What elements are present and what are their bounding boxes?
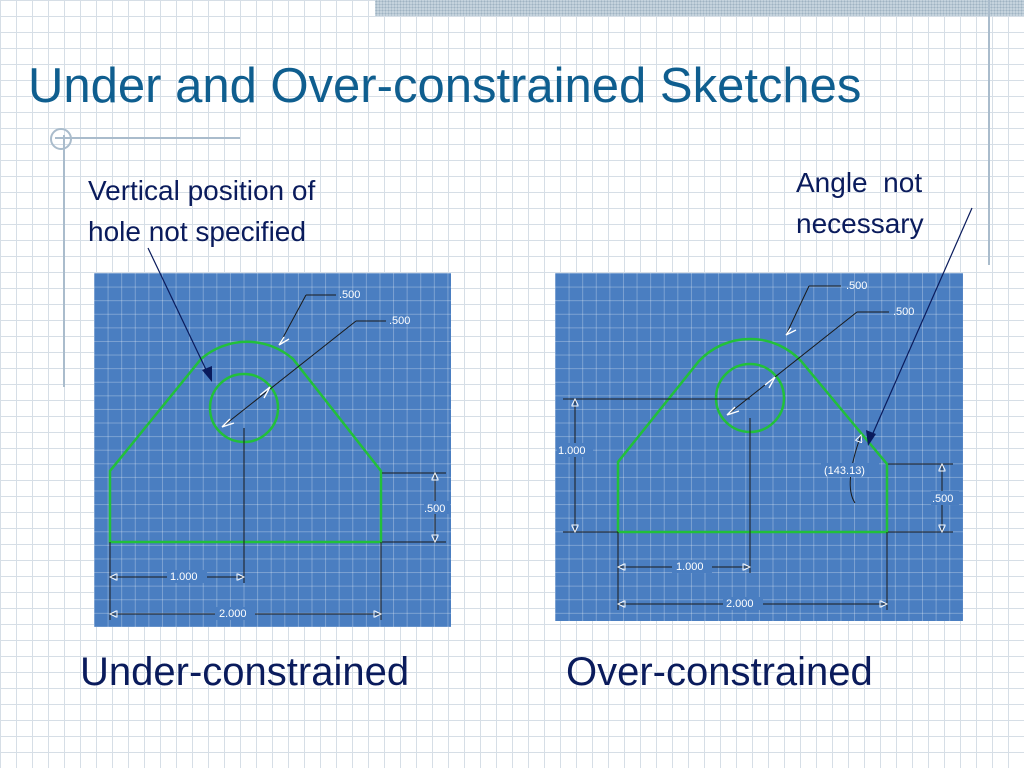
note-right-line-2: necessary [796, 208, 924, 239]
dim-hole-radius: .500 [893, 306, 914, 318]
note-right: Angle not necessary [796, 162, 966, 244]
caption-over-constrained: Over-constrained [566, 650, 873, 694]
dim-hole-radius: .500 [389, 315, 410, 327]
under-constrained-sketch: 1.000 2.000 .500 .500 .500 [94, 273, 451, 627]
dim-width: 2.000 [219, 608, 247, 620]
dim-hole-x: 1.000 [170, 571, 198, 583]
decorative-vertical-line [988, 0, 990, 265]
under-constrained-drawing: 1.000 2.000 .500 .500 .500 [108, 289, 450, 620]
note-right-line-1: Angle not [796, 167, 923, 198]
note-left-line-2: hole not specified [88, 216, 306, 247]
top-decorative-band [375, 0, 1024, 16]
note-left: Vertical position of hole not specified [88, 170, 388, 252]
dim-angle: (143.13) [824, 465, 865, 477]
dim-outer-radius: .500 [339, 289, 360, 301]
over-constrained-drawing: 1.000 2.000 1.000 .500 (143.13) .500 .50… [557, 280, 959, 610]
slide-title: Under and Over-constrained Sketches [28, 59, 862, 113]
decorative-circle [50, 128, 72, 150]
note-left-line-1: Vertical position of [88, 175, 316, 206]
over-constrained-sketch: 1.000 2.000 1.000 .500 (143.13) .500 .50… [555, 273, 963, 621]
dim-height: 1.000 [558, 445, 586, 457]
part-profile [616, 337, 889, 534]
dim-hole-x: 1.000 [676, 561, 704, 573]
dim-width: 2.000 [726, 598, 754, 610]
dim-outer-radius: .500 [846, 280, 867, 292]
caption-under-constrained: Under-constrained [80, 650, 410, 694]
dim-side-height: .500 [932, 493, 953, 505]
decorative-vertical-line [63, 135, 65, 387]
decorative-horizontal-line [55, 137, 240, 139]
dim-side-height: .500 [424, 503, 445, 515]
